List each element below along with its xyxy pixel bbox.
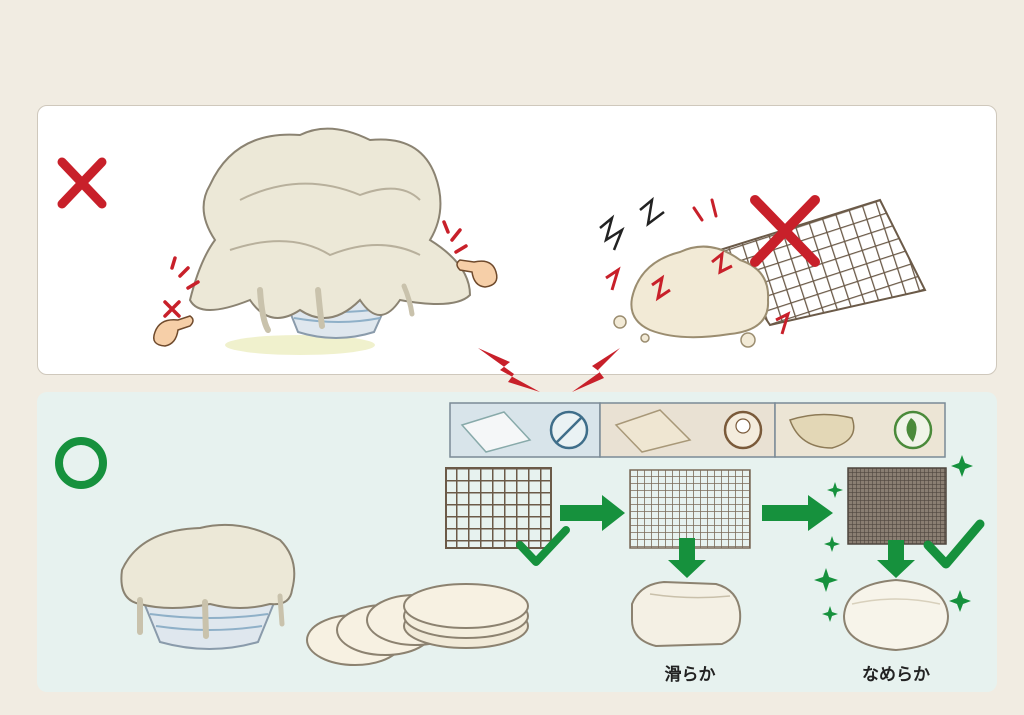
smooth-caption-kana: なめらか (862, 665, 930, 685)
fine-mesh-swatch (847, 467, 947, 545)
lightning-arrow-icon (572, 348, 620, 392)
cotton-icon (723, 410, 763, 450)
circle-mark-icon (55, 437, 107, 489)
lightning-arrow-icon (478, 348, 540, 392)
medium-mesh-swatch (629, 469, 751, 549)
cloth-bowl-illustration (120, 523, 296, 650)
leaf-icon (893, 410, 933, 450)
cloth-disc-stack-illustration (306, 583, 529, 666)
overflowing-cloth-bowl-illustration (188, 127, 472, 355)
arrow-right-icon (762, 495, 833, 531)
arrow-down-icon (668, 538, 706, 578)
no-chemical-icon (549, 410, 589, 450)
pointing-hand-icon (153, 256, 200, 347)
smooth-caption-kanji: 滑らか (664, 665, 716, 685)
cross-mark-icon (750, 195, 820, 267)
check-icon (923, 519, 985, 569)
cloth-type-selector[interactable] (449, 402, 946, 458)
check-icon (516, 526, 570, 566)
arrow-right-icon (560, 495, 625, 531)
coarse-mesh-swatch (445, 467, 552, 549)
crumbled-tofu-illustration (599, 196, 791, 348)
arrow-down-icon (877, 540, 915, 578)
pointing-hand-icon (442, 220, 498, 288)
rough-tofu-illustration (631, 580, 742, 648)
smooth-tofu-illustration (842, 578, 950, 652)
sparkle-icon (814, 455, 973, 622)
cross-mark-icon (57, 157, 107, 209)
